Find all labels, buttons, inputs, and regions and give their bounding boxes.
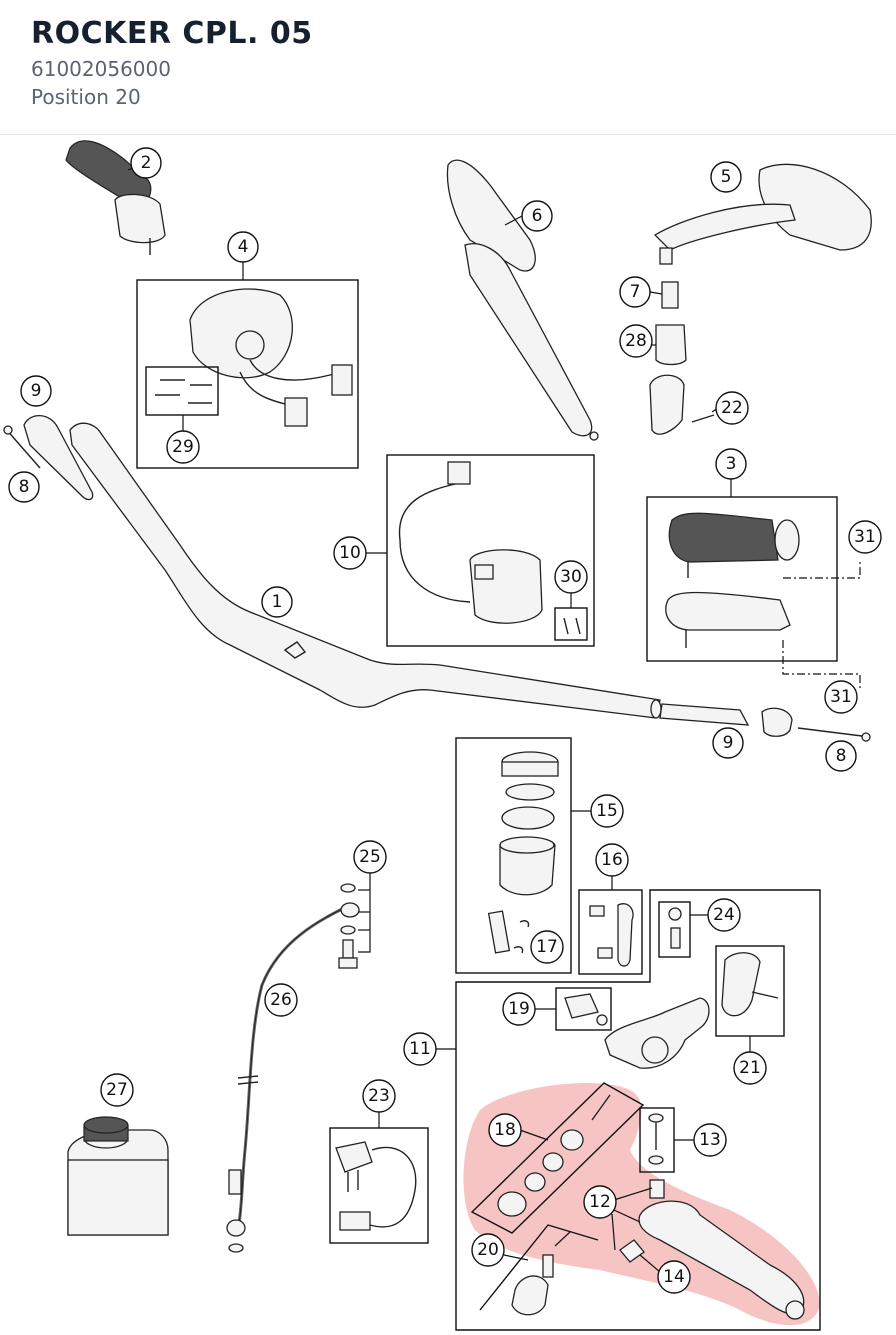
callout-1: 1: [261, 586, 293, 618]
svg-text:12: 12: [589, 1192, 611, 1212]
svg-text:20: 20: [477, 1240, 499, 1260]
callout-17: 17: [530, 930, 564, 964]
callout-27: 27: [100, 1073, 134, 1107]
svg-text:15: 15: [596, 801, 618, 821]
svg-text:7: 7: [630, 282, 641, 302]
part-22-clamp: [649, 374, 685, 435]
callout-31-top: 31: [848, 520, 882, 554]
callout-28: 28: [619, 324, 653, 358]
svg-text:3: 3: [726, 454, 737, 474]
callout-13: 13: [693, 1123, 727, 1157]
svg-text:27: 27: [106, 1080, 128, 1100]
leader-lines: [127, 162, 751, 1273]
page-header: ROCKER CPL. 05 61002056000 Position 20: [0, 0, 896, 135]
callout-4: 4: [227, 231, 259, 263]
callout-26: 26: [264, 983, 298, 1017]
svg-text:5: 5: [721, 167, 732, 187]
svg-text:2: 2: [141, 153, 152, 173]
group-box-11: [455, 889, 821, 1331]
part-number: 61002056000: [31, 57, 171, 81]
svg-text:21: 21: [739, 1058, 761, 1078]
callout-7: 7: [619, 276, 651, 308]
handlebar: [69, 422, 662, 719]
callout-24: 24: [707, 898, 741, 932]
callout-22: 22: [715, 391, 749, 425]
callout-19: 19: [502, 992, 536, 1026]
callout-10: 10: [333, 536, 367, 570]
callout-30: 30: [554, 560, 588, 594]
bar-end-left: [3, 414, 94, 501]
svg-text:8: 8: [836, 746, 847, 766]
svg-text:30: 30: [560, 567, 582, 587]
callout-14: 14: [657, 1260, 691, 1294]
svg-text:14: 14: [663, 1267, 685, 1287]
svg-text:16: 16: [601, 850, 623, 870]
callout-8-left: 8: [8, 471, 40, 503]
svg-text:24: 24: [713, 905, 735, 925]
svg-text:22: 22: [721, 398, 743, 418]
callout-29: 29: [166, 430, 200, 464]
brake-fluid-can: [67, 1116, 169, 1236]
svg-text:11: 11: [409, 1039, 431, 1059]
group-box-23: [329, 1127, 429, 1244]
svg-text:6: 6: [532, 206, 543, 226]
callout-6: 6: [521, 200, 553, 232]
bar-end-right: [659, 703, 871, 742]
mirror-left: [446, 159, 599, 441]
mirror-right: [653, 163, 872, 265]
svg-text:4: 4: [238, 237, 249, 257]
callout-16: 16: [595, 843, 629, 877]
svg-text:18: 18: [494, 1120, 516, 1140]
callout-11: 11: [403, 1032, 437, 1066]
position-label: Position 20: [31, 85, 141, 109]
svg-text:31: 31: [854, 527, 876, 547]
svg-text:13: 13: [699, 1130, 721, 1150]
svg-text:29: 29: [172, 437, 194, 457]
group-box-4: [136, 279, 359, 469]
svg-text:10: 10: [339, 543, 361, 563]
svg-text:9: 9: [31, 381, 42, 401]
callout-9-right: 9: [712, 727, 744, 759]
svg-text:31: 31: [830, 687, 852, 707]
svg-text:8: 8: [19, 477, 30, 497]
callout-3: 3: [715, 448, 747, 480]
svg-text:17: 17: [536, 937, 558, 957]
svg-text:23: 23: [368, 1086, 390, 1106]
callout-25: 25: [353, 840, 387, 874]
callout-31-bottom: 31: [824, 680, 858, 714]
group-box-3: [646, 496, 861, 690]
callout-23: 23: [362, 1079, 396, 1113]
group-box-16: [578, 889, 643, 975]
group-box-10: [386, 454, 595, 647]
throttle-grip: [65, 140, 166, 255]
svg-text:25: 25: [359, 847, 381, 867]
callout-12: 12: [583, 1185, 617, 1219]
svg-text:1: 1: [272, 592, 283, 612]
svg-text:26: 26: [270, 990, 292, 1010]
svg-text:19: 19: [508, 999, 530, 1019]
callout-2: 2: [130, 147, 162, 179]
svg-text:28: 28: [625, 331, 647, 351]
group-box-15: [455, 737, 572, 974]
callout-21: 21: [733, 1051, 767, 1085]
part-28: [655, 324, 687, 366]
callout-20: 20: [471, 1233, 505, 1267]
svg-text:9: 9: [723, 733, 734, 753]
callout-5: 5: [710, 161, 742, 193]
callout-18: 18: [488, 1113, 522, 1147]
brake-line: [226, 883, 360, 1253]
callout-8-right: 8: [825, 740, 857, 772]
callout-15: 15: [590, 794, 624, 828]
page-title: ROCKER CPL. 05: [31, 16, 313, 51]
part-7: [661, 281, 679, 309]
callout-9-left: 9: [20, 375, 52, 407]
